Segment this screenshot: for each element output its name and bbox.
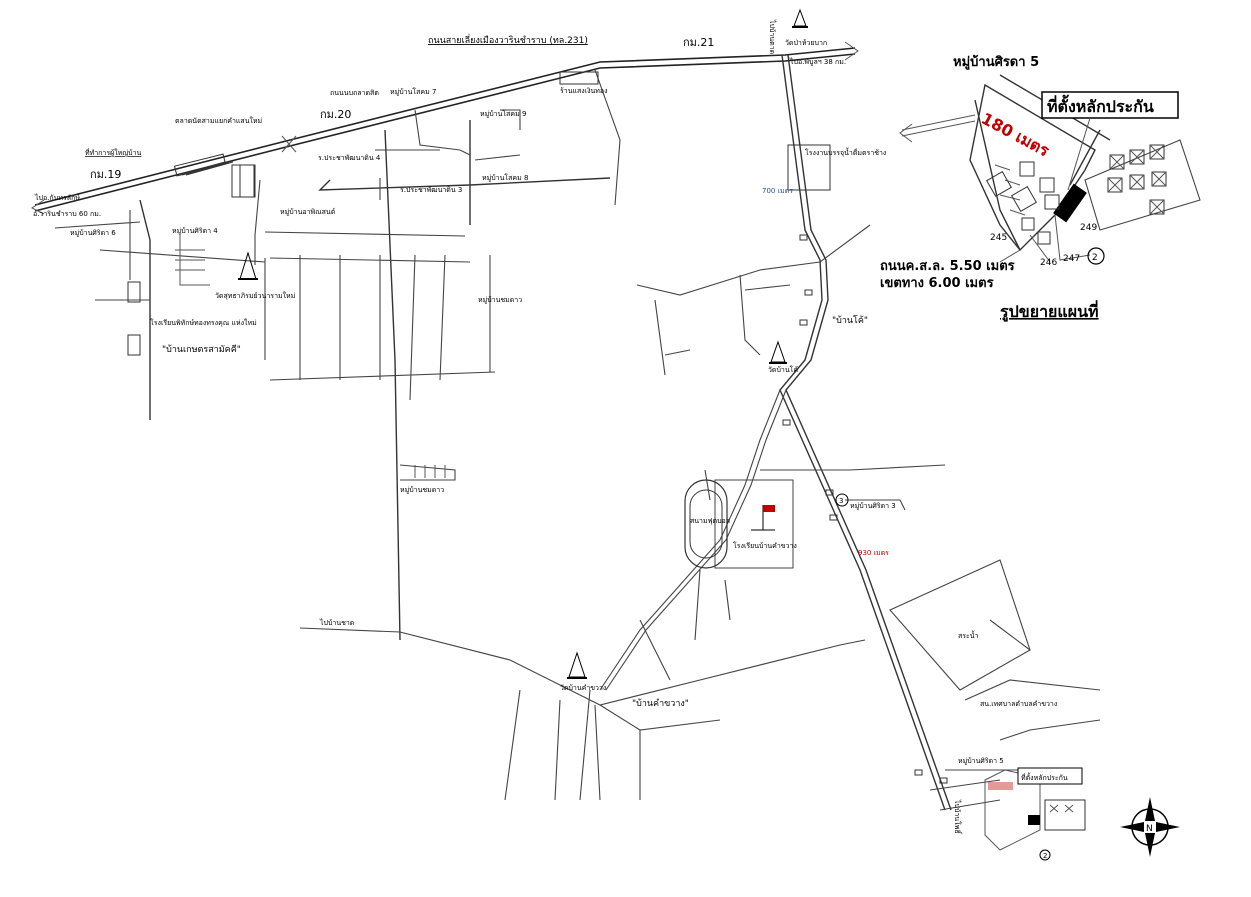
temple-icon	[769, 340, 787, 364]
school-flag-icon	[751, 505, 775, 531]
wat-kho-label: วัดบ้านโค้	[768, 365, 798, 374]
central-roads	[239, 69, 831, 641]
marker-2-small-circle	[1039, 849, 1051, 861]
sanam-label: สนามฟุตบอล	[690, 517, 730, 525]
inset-caption: รูปขยายแผนที่	[1000, 300, 1099, 323]
lot-249: 249	[1080, 223, 1097, 233]
village-losom9-label: หมู่บ้านโสคม 9	[480, 109, 526, 118]
ban-kho-label: "บ้านโค้"	[832, 315, 868, 326]
lot-247: 247	[1063, 254, 1080, 264]
site-mini: 2	[984, 767, 1086, 861]
temple-icon	[792, 8, 808, 28]
wat-top-label: วัดป่าห้วยบาก	[785, 39, 827, 47]
site-mini-label: ที่ตั้งหลักประกัน	[1021, 771, 1068, 782]
office-label: ที่ทำการผู้ใหญ่บ้าน	[85, 148, 142, 157]
north-destination: ไปบ้านตาด	[768, 19, 777, 54]
km21-label: กม.21	[683, 36, 714, 49]
top-store-label: ร้านแสงเงินทอง	[560, 87, 608, 95]
distance-700: 700 เมตร	[762, 187, 793, 195]
school-left-label: โรงเรียนพิทักษ์ทองทรงคุณ แห่งใหม่	[150, 318, 257, 327]
lot-246: 246	[1040, 258, 1057, 268]
inset-marker-label: 2	[1092, 253, 1098, 263]
village-sirada6-label: หมู่บ้านศิริดา 6	[70, 229, 116, 237]
highway-name: ถนนสายเลี่ยงเมืองวารินชำราบ (ทล.231)	[428, 33, 588, 46]
ban-khamkhwang-label: "บ้านคำขวาง"	[632, 698, 689, 709]
west-destination: ไปอ.กันทรลักษ์	[34, 193, 80, 202]
ban-kaset-label: "บ้านเกษตรสามัคคี"	[162, 344, 241, 355]
village-chondao-label: หมู่บ้านชมดาว	[478, 296, 522, 304]
west-distance: อ.วารินชำราบ 60 กม.	[33, 210, 101, 218]
km20-label: กม.20	[320, 108, 351, 121]
temple-left-label: วัดสุทธาภิรมย์วนารามใหม่	[215, 291, 295, 300]
south-destination: ไปบ้านโพธิ์	[953, 799, 963, 835]
main-road	[299, 54, 1101, 811]
wat-khamkhwang-label: วัดบ้านคำขวาง	[560, 684, 606, 692]
inset-map	[899, 74, 1201, 265]
to-ban-chat-label: ไปบ้านชาด	[319, 618, 354, 627]
village-losom8-label: หมู่บ้านโสคม 8	[482, 173, 528, 182]
village-arpin-label: หมู่บ้านอาพิณสนต์	[280, 208, 336, 216]
highway	[31, 41, 859, 215]
middle-store-label: โรงงานบรรจุน้ำดื่มตราช้าง	[805, 146, 886, 157]
village-losom7-label: หมู่บ้านโสคม 7	[390, 87, 436, 96]
temple-icon	[238, 251, 258, 280]
marker-2-small-label: 2	[1043, 852, 1047, 860]
school-label: โรงเรียนบ้านคำขวาง	[733, 541, 797, 550]
temple-icon	[567, 651, 587, 679]
village-chonchara-label: หมู่บ้านชมดาว	[400, 486, 444, 494]
lot-245: 245	[990, 233, 1007, 243]
inset-marker-circle	[1087, 247, 1105, 265]
prachaniwet-label: ร.ประชาพัฒนาดิน 4	[318, 154, 381, 162]
health-label: สน.เทศบาลตำบลคำขวาง	[980, 700, 1057, 708]
inset-site-label: ที่ตั้งหลักประกัน	[1047, 94, 1154, 116]
road-info: ถนนค.ส.ล. 5.50 เมตร	[880, 259, 1015, 274]
marker-3-label: 3	[839, 497, 843, 505]
market-label: ตลาดนัดสามแยกคำแสนใหม่	[175, 116, 262, 125]
road-markers	[782, 234, 948, 784]
village-sirada4-label: หมู่บ้านศิริดา 4	[172, 227, 218, 235]
compass-icon	[1120, 797, 1180, 857]
village-sirada5-label: หมู่บ้านศิริดา 5	[958, 757, 1004, 765]
prachaniwet2-label: ร.ประชาพัฒนาดิน 3	[400, 186, 462, 194]
inset-title: หมู่บ้านศิรดา 5	[953, 54, 1039, 70]
marker-3-circle	[835, 493, 849, 507]
pond-label: สระน้ำ	[958, 629, 979, 640]
compass-north: N	[1146, 824, 1153, 834]
east-destination: ไปอ.พิบูลฯ 38 กม.	[789, 57, 846, 66]
road-width: เขตทาง 6.00 เมตร	[880, 276, 994, 291]
road-khaosan-label: ถนนนบถลาดสิต	[330, 89, 379, 97]
km19-label: กม.19	[90, 168, 121, 181]
distance-930: 930 เมตร	[858, 549, 889, 557]
village-sirada3-label: หมู่บ้านศิริดา 3	[850, 502, 896, 510]
